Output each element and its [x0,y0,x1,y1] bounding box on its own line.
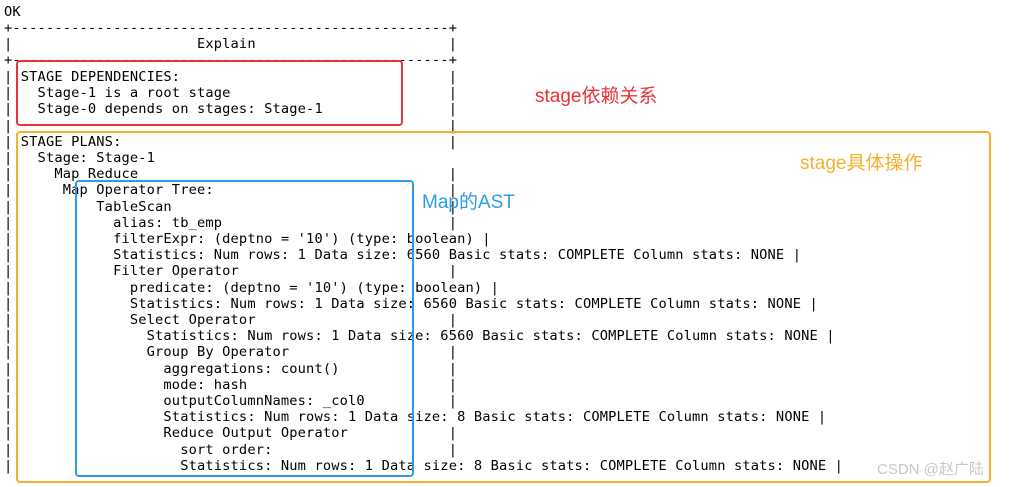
explain-line: | STAGE DEPENDENCIES: | [4,69,458,85]
plans-highlight-box [16,131,991,483]
explain-line: | Filter Operator | [4,263,458,280]
explain-line: | Statistics: Num rows: 1 Data size: 656… [4,295,818,312]
watermark: CSDN @赵广陆 [877,461,984,478]
explain-line: | predicate: (deptno = '10') (type: bool… [4,279,500,296]
explain-line: | Stage: Stage-1 [4,150,156,166]
status-line: OK [4,4,21,20]
explain-line: | Statistics: Num rows: 1 Data size: 8 B… [4,409,827,426]
table-header: | Explain | [4,36,458,52]
explain-line: | Statistics: Num rows: 1 Data size: 8 B… [4,457,844,474]
explain-line: | Map Reduce | [4,166,458,183]
explain-line: | Stage-1 is a root stage | [4,85,458,102]
explain-line: | mode: hash | [4,376,458,393]
explain-line: | Statistics: Num rows: 1 Data size: 656… [4,247,802,264]
explain-line: | Reduce Output Operator | [4,425,458,442]
explain-line: | filterExpr: (deptno = '10') (type: boo… [4,231,491,247]
explain-line: | alias: tb_emp | [4,214,458,231]
dependencies-annotation: stage依赖关系 [535,86,658,107]
explain-line: | Select Operator | [4,312,458,328]
map-ast-annotation: Map的AST [422,192,515,213]
explain-line: | sort order: | [4,441,458,458]
explain-line: | STAGE PLANS: | [4,133,458,150]
explain-line: | outputColumnNames: _col0 | [4,393,458,409]
dependencies-highlight-box [16,60,403,126]
explain-line: | Group By Operator | [4,344,458,361]
table-border-top: +---------------------------------------… [4,20,458,36]
explain-line: | | [4,117,458,134]
map-ast-highlight-box [75,180,414,477]
explain-line: | Stage-0 depends on stages: Stage-1 | [4,101,458,118]
explain-line: | TableScan | [4,198,458,215]
plans-annotation: stage具体操作 [800,153,923,174]
explain-line: | aggregations: count() | [4,360,458,377]
explain-line: | Statistics: Num rows: 1 Data size: 656… [4,328,835,345]
